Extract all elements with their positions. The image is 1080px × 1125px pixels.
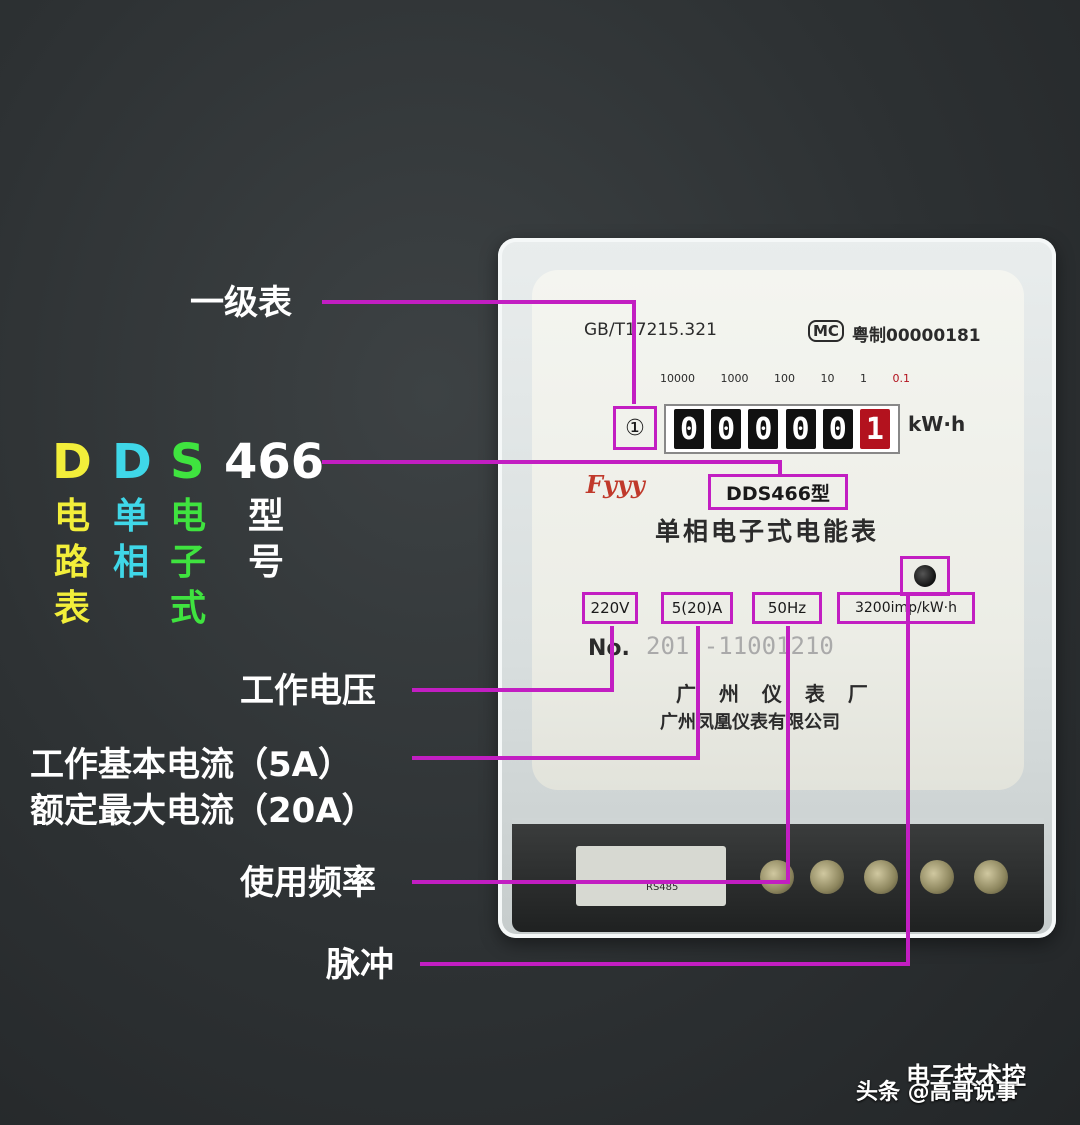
- pulse-led: [914, 565, 936, 587]
- leader-model: [322, 460, 782, 474]
- scale-label: 100: [774, 372, 795, 385]
- counter-digit: 0: [822, 409, 853, 449]
- leader-current: [412, 626, 700, 760]
- counter-digit: 0: [711, 409, 742, 449]
- legend-model-number: 466: [224, 434, 325, 490]
- scale-label: 0.1: [892, 372, 911, 385]
- callout-pulse-label: 脉冲: [326, 945, 394, 985]
- watermark-channel: 电子技术控: [906, 1062, 1026, 1090]
- terminal-screw: [974, 860, 1008, 894]
- energy-counter: 0 0 0 0 0 1: [664, 404, 900, 454]
- mc-mark: MC: [808, 320, 844, 342]
- counter-digit-decimal: 1: [859, 409, 890, 449]
- terminal-label: RS485: [646, 882, 679, 893]
- counter-scale: 10000 1000 100 10 1 0.1: [660, 372, 910, 385]
- terminal-label-plate: RS485: [576, 846, 726, 906]
- scale-label: 1000: [720, 372, 749, 385]
- legend-meaning-circuit-meter: 电路表: [53, 496, 90, 629]
- callout-voltage-label: 工作电压: [240, 671, 376, 711]
- legend-letter-d1: D: [52, 434, 92, 490]
- frequency-rating-box: 50Hz: [752, 592, 822, 624]
- terminal-block: RS485: [512, 818, 1044, 932]
- legend-letter-s: S: [170, 434, 205, 490]
- counter-digit: 0: [748, 409, 779, 449]
- terminal-screw: [810, 860, 844, 894]
- callout-class-label: 一级表: [190, 283, 292, 323]
- callout-base-current-label: 工作基本电流（5A）: [30, 745, 352, 785]
- leader-frequency: [412, 626, 790, 884]
- counter-digit: 0: [785, 409, 816, 449]
- callout-max-current-label: 额定最大电流（20A）: [30, 791, 376, 831]
- leader-voltage: [412, 626, 614, 692]
- scale-label: 10000: [660, 372, 695, 385]
- scale-label: 1: [860, 372, 867, 385]
- brand-logo: Fyyy: [586, 470, 645, 499]
- current-rating-box: 5(20)A: [661, 592, 733, 624]
- legend-letter-d2: D: [112, 434, 152, 490]
- model-box: DDS466型: [708, 474, 848, 510]
- legend-meaning-electronic: 电子式: [169, 496, 206, 629]
- voltage-rating-box: 220V: [582, 592, 638, 624]
- watermark-author: 头条 @高哥说事: [856, 1080, 1018, 1105]
- meter-faceplate: [532, 270, 1024, 790]
- serial-label: No.: [588, 636, 630, 661]
- leader-class: [322, 300, 636, 404]
- legend-meaning-single-phase: 单相: [112, 496, 149, 583]
- serial-number: 201 -11001210: [646, 632, 834, 660]
- callout-frequency-label: 使用频率: [240, 863, 376, 903]
- leader-pulse: [420, 596, 910, 966]
- scale-label: 10: [820, 372, 835, 385]
- meter-type-name: 单相电子式电能表: [655, 517, 880, 546]
- legend-meaning-model: 型号: [247, 496, 284, 583]
- standard-text: GB/T17215.321: [584, 320, 717, 340]
- terminal-screw: [920, 860, 954, 894]
- license-text: 粤制00000181: [852, 326, 981, 346]
- terminal-screw: [864, 860, 898, 894]
- class-mark-box: ①: [613, 406, 657, 450]
- counter-digit: 0: [674, 409, 704, 449]
- maker-name-full: 广州凤凰仪表有限公司: [660, 712, 840, 733]
- unit-label: kW·h: [908, 412, 966, 436]
- maker-name-short: 广 州 仪 表 厂: [676, 682, 876, 706]
